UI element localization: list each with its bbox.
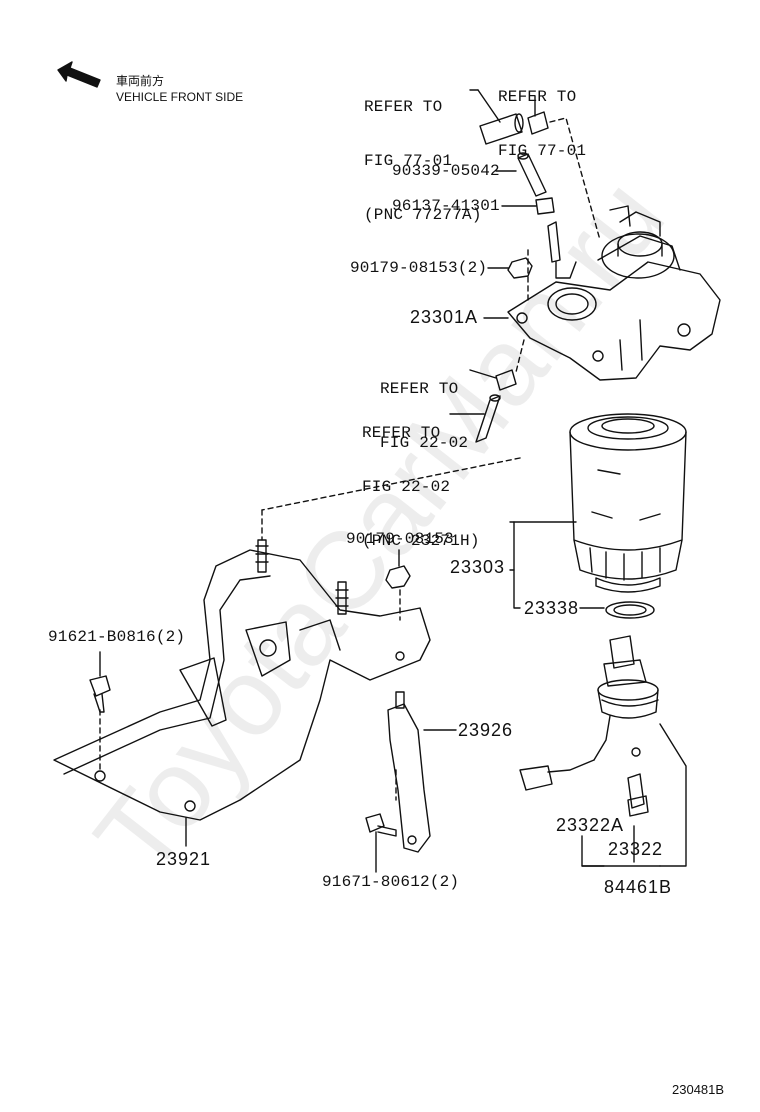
part-23303[interactable]: 23303 [450, 557, 506, 577]
part-90179-08153-x2[interactable]: 90179-08153(2) [350, 259, 488, 277]
part-23926[interactable]: 23926 [458, 720, 514, 740]
vehicle-front-label: 車両前方 VEHICLE FRONT SIDE [116, 73, 243, 105]
part-23338[interactable]: 23338 [524, 598, 580, 618]
part-90339-05042[interactable]: 90339-05042 [392, 162, 500, 180]
vehicle-front-jp: 車両前方 [116, 74, 165, 88]
ref-line2: FIG 77-01 [364, 152, 453, 170]
ref-pnc: (PNC 77277A) [364, 206, 482, 224]
fuel-filter-23303 [509, 413, 687, 609]
ref-line1: REFER TO [364, 98, 443, 116]
part-23921[interactable]: 23921 [156, 849, 212, 869]
nut-90179 [487, 257, 533, 279]
o-ring-23338 [579, 601, 655, 619]
ref-line2: FIG 22-02 [362, 478, 451, 496]
bolt-91621 [89, 651, 111, 713]
sensor-84461B [519, 635, 687, 867]
bolt-91671 [365, 813, 397, 873]
part-23301A[interactable]: 23301A [410, 307, 479, 327]
clip-22-02 [469, 369, 517, 391]
hose-90339 [495, 152, 547, 197]
ref-fig-22-02[interactable]: REFER TO FIG 22-02 [380, 344, 468, 488]
stay-23926 [387, 691, 457, 853]
part-96137-41301[interactable]: 96137-41301 [392, 197, 500, 215]
ref-line2: FIG 22-02 [380, 434, 469, 452]
ref-pnc: (PNC 23271H) [362, 532, 480, 550]
part-90179-08153[interactable]: 90179-08153 [346, 530, 454, 548]
ref-line2: FIG 77-01 [498, 142, 587, 160]
clip-96137 [501, 197, 555, 215]
part-84461B[interactable]: 84461B [604, 877, 673, 897]
ref-fig-77-01-pnc[interactable]: REFER TO FIG 77-01 (PNC 77277A) [364, 62, 482, 260]
nut-90179-lower [385, 549, 411, 589]
part-91621-B0816-x2[interactable]: 91621-B0816(2) [48, 628, 186, 646]
clip-top [527, 95, 549, 135]
part-91671-80612-x2[interactable]: 91671-80612(2) [322, 873, 460, 891]
ref-fig-77-01[interactable]: REFER TO FIG 77-01 [498, 52, 586, 196]
ref-fig-22-02-pnc[interactable]: REFER TO FIG 22-02 (PNC 23271H) [362, 388, 480, 586]
part-23322[interactable]: 23322 [608, 839, 664, 859]
ref-line1: REFER TO [498, 88, 577, 106]
arrow-left-icon [57, 61, 101, 88]
hose-top [469, 89, 524, 145]
filter-head-23301A [483, 205, 721, 381]
ref-line1: REFER TO [362, 424, 441, 442]
figure-number: 230481B [672, 1082, 725, 1097]
hose-22-02 [449, 394, 501, 443]
ref-line1: REFER TO [380, 380, 459, 398]
part-23322A[interactable]: 23322A [556, 815, 625, 835]
vehicle-front-en: VEHICLE FRONT SIDE [116, 90, 244, 104]
bracket-23921 [53, 539, 431, 847]
